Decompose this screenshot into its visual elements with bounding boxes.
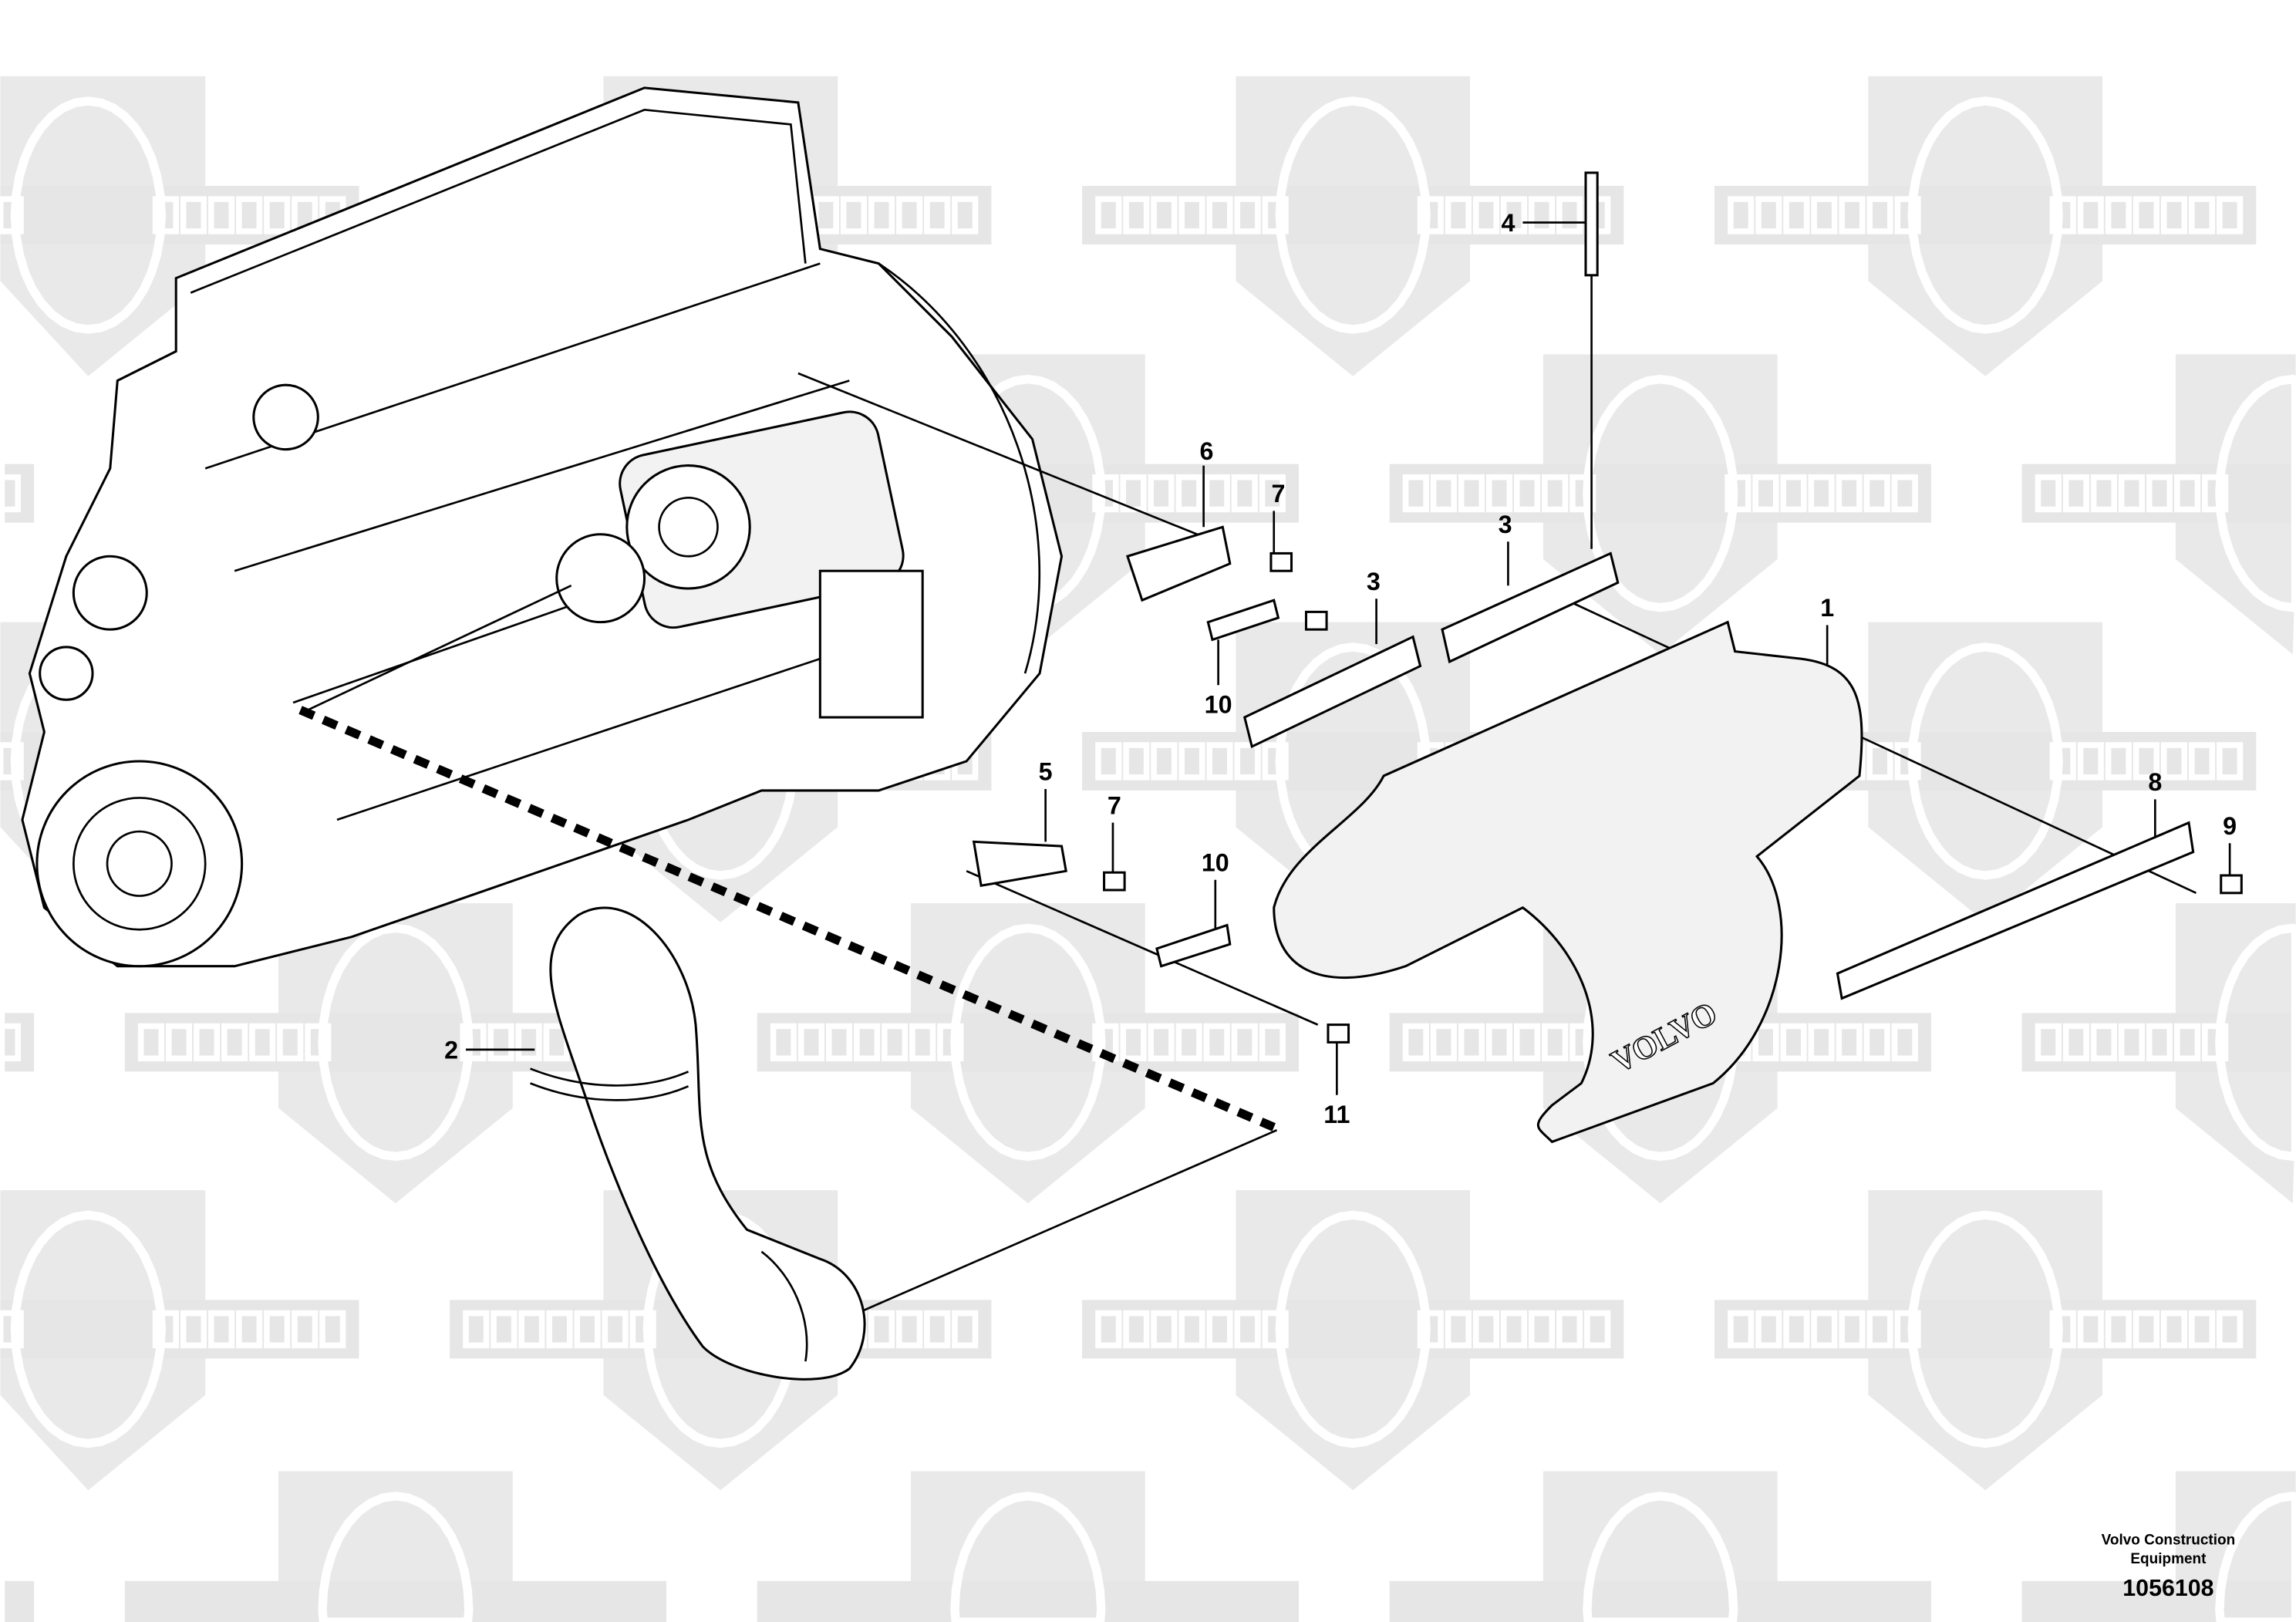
engine-assembly [21,86,1064,968]
callout-7: 7 [1108,791,1121,819]
watermark-tile [1082,1190,1624,1491]
watermark-tile [757,903,1299,1204]
watermark-lettering-latin [1092,1023,1286,1062]
watermark-lettering-cyrillic [1728,196,1921,234]
diagram-number: 1056108 [2122,1576,2213,1601]
watermark-ring [318,1492,474,1622]
watermark-lettering-latin [1725,1023,1918,1062]
watermark-lettering-latin [1417,196,1611,234]
intake-pipe [530,906,866,1381]
watermark-ring [318,923,474,1162]
watermark-band [1714,1300,2257,1359]
watermark-lettering-latin [0,474,22,513]
watermark-lettering-cyrillic [2035,1023,2229,1062]
watermark-lettering-cyrillic [463,1310,656,1349]
footer-company-line2: Equipment [2130,1551,2207,1567]
watermark-tile [1389,354,1931,655]
callout-10: 10 [1205,690,1232,718]
watermark-tile [0,928,35,1157]
watermark-tile [0,76,359,376]
watermark-tile [0,379,35,608]
watermark-tile [2021,903,2296,1204]
watermark-lettering-cyrillic [1402,474,1596,513]
watermark-ring [950,1492,1106,1622]
watermark-lettering-cyrillic [1095,1310,1289,1349]
watermark-lettering-latin [2049,1310,2244,1349]
callout-3: 3 [1367,568,1381,595]
watermark-tile [0,1190,359,1491]
callout-labels: 1 2 3 3 4 5 6 7 7 8 9 10 10 11 [444,209,2237,1128]
watermark-ring [1583,374,1738,612]
watermark-band [757,1013,1299,1072]
watermark-ring [1907,96,2063,334]
watermark-lettering-cyrillic [770,1023,964,1062]
watermark-ring [950,923,1106,1162]
watermark-ring [1907,1210,2063,1448]
watermark-tile [1714,76,2257,376]
watermark-band [2021,1580,2296,1622]
watermark-ring [10,1210,166,1448]
watermark-band [1082,186,1624,244]
callout-1: 1 [1820,594,1834,622]
brackets [972,171,2243,1044]
watermark-lettering-cyrillic [137,1023,332,1062]
watermark-lettering-latin [1725,474,1918,513]
callout-7: 7 [1271,480,1285,508]
watermark-tile [1714,1190,2257,1491]
dashed-leader [298,706,1276,1131]
watermark-band [0,1300,359,1359]
watermark-lettering-latin [2049,742,2244,781]
callout-4: 4 [1501,209,1515,237]
callout-9: 9 [2223,812,2237,840]
watermark-lettering-cyrillic [1728,1310,1921,1349]
watermark-band [757,1580,1299,1622]
watermark-tile [2021,354,2296,655]
watermark-tile [1389,1471,1931,1622]
watermark-ring [1275,1210,1431,1448]
watermark-lettering-cyrillic [2035,474,2229,513]
watermark-band [0,1580,35,1622]
callout-3: 3 [1499,511,1512,538]
watermark-lettering-latin [1417,1310,1611,1349]
watermark-lettering-cyrillic [0,196,24,234]
footer-block: Volvo Construction Equipment 1056108 [2102,1532,2236,1600]
watermark-band [1714,186,2257,244]
watermark-tile [1082,76,1624,376]
watermark-lettering-cyrillic [0,742,24,781]
engine-cover: VOLVO [1273,620,1863,1144]
watermark-ring [10,96,166,334]
watermark-lettering-cyrillic [1095,196,1289,234]
callout-5: 5 [1039,758,1053,786]
callout-6: 6 [1199,437,1213,465]
watermark-lettering-cyrillic [0,1310,24,1349]
callout-8: 8 [2148,768,2162,796]
watermark-ring [1583,1492,1738,1622]
watermark-lettering-latin [1092,474,1286,513]
watermark-tile [124,1471,667,1622]
footer-company-line1: Volvo Construction [2102,1532,2236,1548]
watermark-band [1389,464,1931,523]
watermark-tile [0,1496,35,1622]
watermark-band [1389,1580,1931,1622]
watermark-tile [757,1471,1299,1622]
watermark-lettering-latin [2049,196,2244,234]
watermark-band [124,1580,667,1622]
watermark-lettering-latin [0,1023,22,1062]
watermark-tile [124,903,667,1204]
callout-2: 2 [444,1036,458,1064]
watermark-lettering-latin [152,1310,346,1349]
watermark-lettering-cyrillic [1402,1023,1596,1062]
callout-11: 11 [1323,1101,1350,1128]
callout-10: 10 [1202,848,1229,876]
watermark-ring [642,1210,798,1448]
watermark-ring [1275,96,1431,334]
watermark-band [1082,1300,1624,1359]
